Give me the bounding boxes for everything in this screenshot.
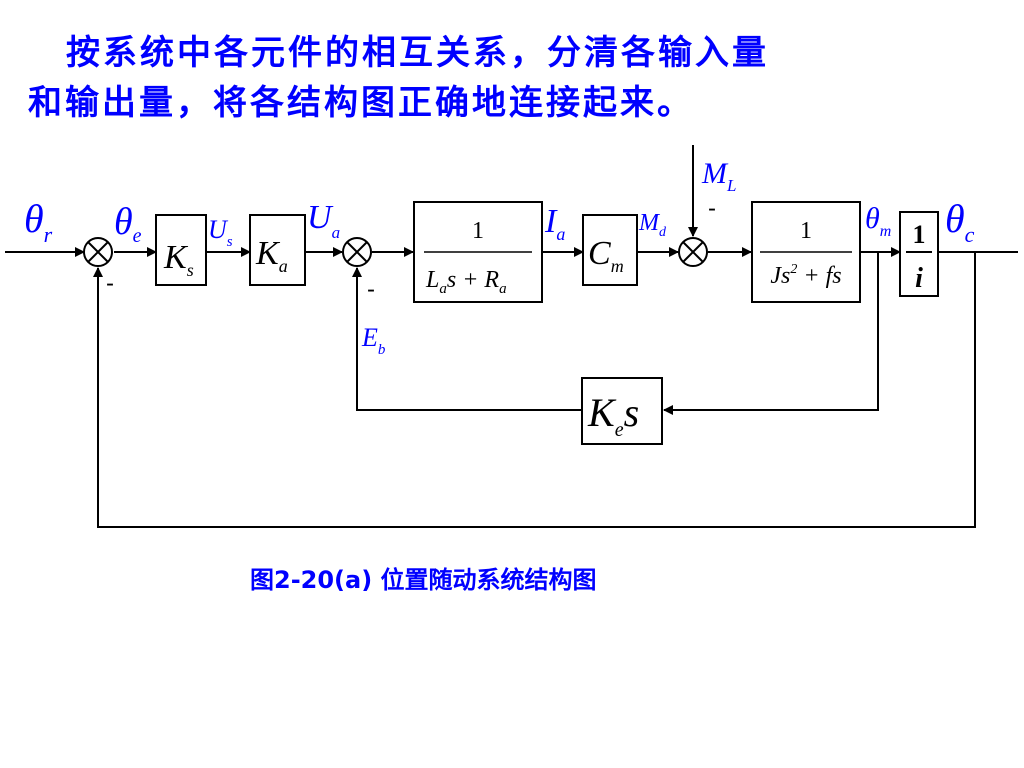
instruction-line-1: 按系统中各元件的相互关系，分清各输入量 <box>66 33 769 73</box>
block-gear <box>899 211 939 297</box>
wire-outer-feedback <box>93 252 976 528</box>
summing-junction-3 <box>678 237 708 267</box>
block-cm <box>582 214 638 286</box>
block-cm-label: Cm <box>588 235 624 276</box>
block-load-denominator: Js2 + fs <box>770 262 841 289</box>
signal-ml: ML <box>701 157 736 195</box>
summing-junction-1 <box>83 237 113 267</box>
minus-sign-outer-feedback: - <box>106 270 114 297</box>
wire-eb-feedback <box>352 267 582 411</box>
instruction-line-2: 和输出量，将各结构图正确地连接起来。 <box>28 83 694 123</box>
signal-eb: Eb <box>361 323 386 358</box>
block-kes <box>581 377 663 445</box>
signal-theta-e: θe <box>114 201 142 247</box>
signal-theta-m: θm <box>865 202 891 240</box>
wire-kes-feedback-in <box>663 252 879 415</box>
block-ks <box>155 214 207 286</box>
signal-ua: Ua <box>307 199 340 242</box>
block-gear-denominator: i <box>915 263 923 294</box>
block-ka <box>249 214 306 286</box>
block-armature-numerator: 1 <box>472 218 484 244</box>
minus-sign-load-torque: - <box>708 195 716 222</box>
signal-md: Md <box>638 210 667 240</box>
instruction-text: 按系统中各元件的相互关系，分清各输入量 和输出量，将各结构图正确地连接起来。 <box>28 28 988 128</box>
block-ks-label: Ks <box>163 239 194 280</box>
signal-theta-r: θr <box>24 196 53 247</box>
block-ka-label: Ka <box>255 235 288 276</box>
signal-ia: Ia <box>544 203 565 244</box>
block-load-numerator: 1 <box>800 218 812 244</box>
minus-sign-back-emf: - <box>367 276 375 303</box>
signal-us: Us <box>208 215 233 250</box>
block-gear-numerator: 1 <box>913 220 926 249</box>
block-kes-label: Kes <box>587 390 639 441</box>
summing-junction-2 <box>342 237 372 267</box>
signal-theta-c: θc <box>945 196 975 247</box>
figure-caption: 图2-20(a) 位置随动系统结构图 <box>250 566 597 594</box>
block-armature-denominator: Las + Ra <box>425 267 507 297</box>
